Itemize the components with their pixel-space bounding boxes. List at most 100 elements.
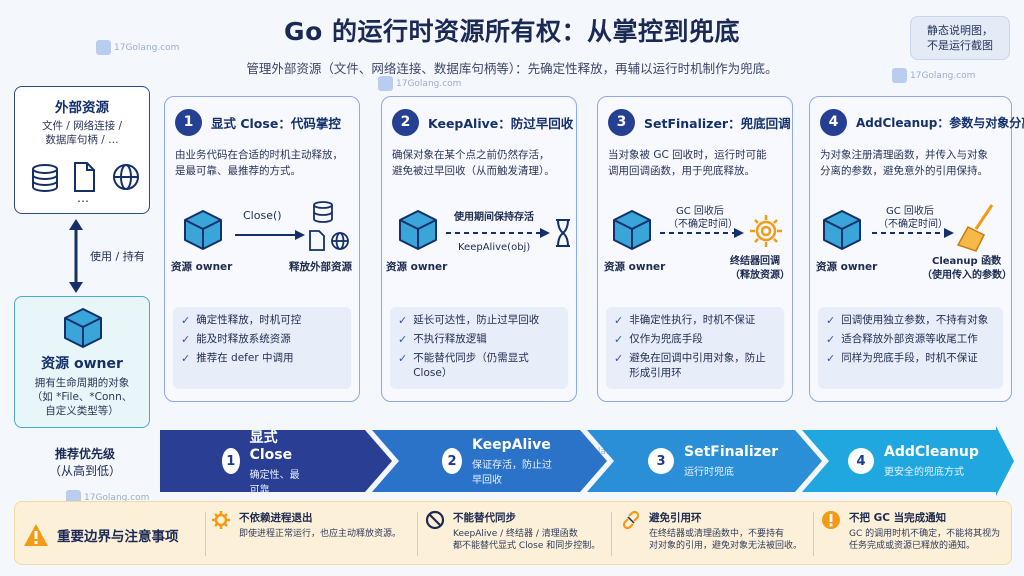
check-icon: ✓ [181,314,191,327]
check-icon: ✓ [614,314,624,327]
divider [205,512,206,556]
feature-item: ✓不能替代同步（仍需显式 Close） [398,352,529,379]
use-hold-label: 使用 / 持有 [90,250,145,263]
check-icon: ✓ [826,333,836,346]
finalizer-label: 终结器回调 [730,256,780,267]
gear-icon [750,215,782,247]
step-subtitle: 保证存活，防止过早回收 [472,459,553,486]
resource-owner-line: （如 *File、*Conn、 [31,391,133,403]
priority-title: 推荐优先级 [54,447,115,461]
step-title: 显式 Close [249,429,293,463]
gc-time-label: （不确定时间） [668,219,738,230]
step-title: SetFinalizer [684,444,779,460]
close-call-label: Close() [243,209,282,222]
feature-item: ✓避免在回调中引用对象，防止形成引用环 [614,352,766,379]
step-number: 4 [848,448,874,474]
database-icon [313,201,333,223]
dashed-arrow-icon [446,228,550,238]
note-text: 都不能替代显式 Close 和同步控制。 [453,541,601,551]
card-desc-line: 调用回调函数，用于兜底释放。 [608,165,755,177]
note-text: 任务完成或资源已释放的通知。 [849,541,976,551]
check-icon: ✓ [181,333,191,346]
note-line-1: 静态说明图， [927,24,993,37]
gear-icon [212,511,230,529]
watermark: 17Golang.com [96,40,179,55]
card-diagram: 资源 owner GC 回收后 （不确定时间） Cleanup 函数 （使用传入… [810,193,1012,301]
notes-panel: 重要边界与注意事项 不依赖进程退出即使进程正常运行，也应主动释放资源。 不能替代… [14,501,1012,565]
feature-item: ✓延长可达性，防止过早回收 [398,314,540,327]
gc-after-label: GC 回收后 [886,206,934,217]
card-desc-line: 是最可靠、最推荐的方式。 [175,165,301,177]
card-title: KeepAlive：防过早回收 [428,115,574,131]
card-diagram: 资源 owner GC 回收后 （不确定时间） 终结器回调 （释放资源） [598,193,792,301]
cleanup-sub-label: （使用传入的参数） [922,270,1012,281]
watermark: 17Golang.com [892,68,975,83]
chevron-step-1 [160,430,392,492]
note-item: 不依赖进程退出即使进程正常运行，也应主动释放资源。 [211,510,411,560]
watermark-logo-icon [378,76,393,91]
resource-owner-line: 拥有生命周期的对象 [34,377,130,389]
card-title: AddCleanup：参数与对象分离 [856,115,1024,130]
cube-icon [64,308,102,348]
priority-chevrons [160,426,1014,496]
resource-icons [32,162,139,192]
priority-subtitle: （从高到低） [48,464,121,478]
feature-item: ✓适合释放外部资源等收尾工作 [826,333,978,346]
step-subtitle: 确定性、最可靠 [249,469,300,496]
divider [611,512,612,556]
resource-owner-box: 资源 owner 拥有生命周期的对象 （如 *File、*Conn、 自定义类型… [14,296,150,428]
note-text: 即使进程正常运行，也应主动释放资源。 [239,529,402,539]
cube-icon [184,210,222,250]
divider [417,512,418,556]
note-line-2: 不是运行截图 [927,39,993,52]
note-title: 不能替代同步 [453,512,516,524]
watermark-text: 17Golang.com [114,42,180,53]
gc-time-label: （不确定时间） [878,219,948,230]
cube-icon [823,210,861,250]
step-title: KeepAlive [472,436,551,453]
step-number: 1 [222,448,240,474]
check-icon: ✓ [614,333,624,346]
alert-icon [822,511,840,529]
owner-label: 资源 owner [171,261,233,273]
check-icon: ✓ [398,314,408,327]
card-diagram: 资源 owner Close() 释放外部资源 [165,193,359,301]
step-number: 3 [648,448,674,474]
card-desc-line: 分离的参数，避免意外的引用保持。 [820,165,988,177]
feature-item: ✓同样为兜底手段，时机不保证 [826,352,978,365]
priority-label: 推荐优先级 （从高到低） [30,446,140,480]
card-desc-line: 当对象被 GC 回收时，运行时可能 [608,149,767,161]
broom-icon [956,204,994,252]
note-text: 对对象的引用，避免对象无法被回收。 [649,541,803,551]
file-icon [74,162,95,192]
card-features: ✓确定性释放，时机可控 ✓能及时释放系统资源 ✓推荐在 defer 中调用 [173,307,351,389]
use-hold-arrow [69,219,83,293]
keep-alive-label: 使用期间保持存活 [454,212,534,223]
card-features: ✓非确定性执行，时机不保证 ✓仅作为兜底手段 ✓避免在回调中引用对象，防止形成引… [606,307,784,389]
card-features: ✓延长可达性，防止过早回收 ✓不执行释放逻辑 ✓不能替代同步（仍需显式 Clos… [390,307,568,389]
feature-item: ✓仅作为兜底手段 [614,333,703,346]
warning-icon [24,524,48,546]
card-desc-line: 确保对象在某个点之前仍然存活， [392,149,550,161]
check-icon: ✓ [614,352,624,365]
arrow-right-icon [235,230,305,240]
check-icon: ✓ [181,352,191,365]
keepalive-call-label: KeepAlive(obj) [458,242,531,253]
check-icon: ✓ [826,314,836,327]
owner-label: 资源 owner [604,261,666,273]
owner-label: 资源 owner [386,261,448,273]
hourglass-icon [556,219,570,247]
feature-item: ✓推荐在 defer 中调用 [181,352,294,365]
notes-heading-section: 重要边界与注意事项 [23,510,203,560]
chevron-step-3 [587,430,822,492]
card-desc-line: 避免被过早回收（从而触发清理）。 [392,165,555,177]
card-features: ✓回调使用独立参数，不持有对象 ✓适合释放外部资源等收尾工作 ✓同样为兜底手段，… [818,307,1003,389]
resource-owner-title: 资源 owner [41,356,123,372]
feature-item: ✓非确定性执行，时机不保证 [614,314,756,327]
step-subtitle: 更安全的兜底方式 [884,467,964,478]
release-label: 释放外部资源 [289,261,352,273]
